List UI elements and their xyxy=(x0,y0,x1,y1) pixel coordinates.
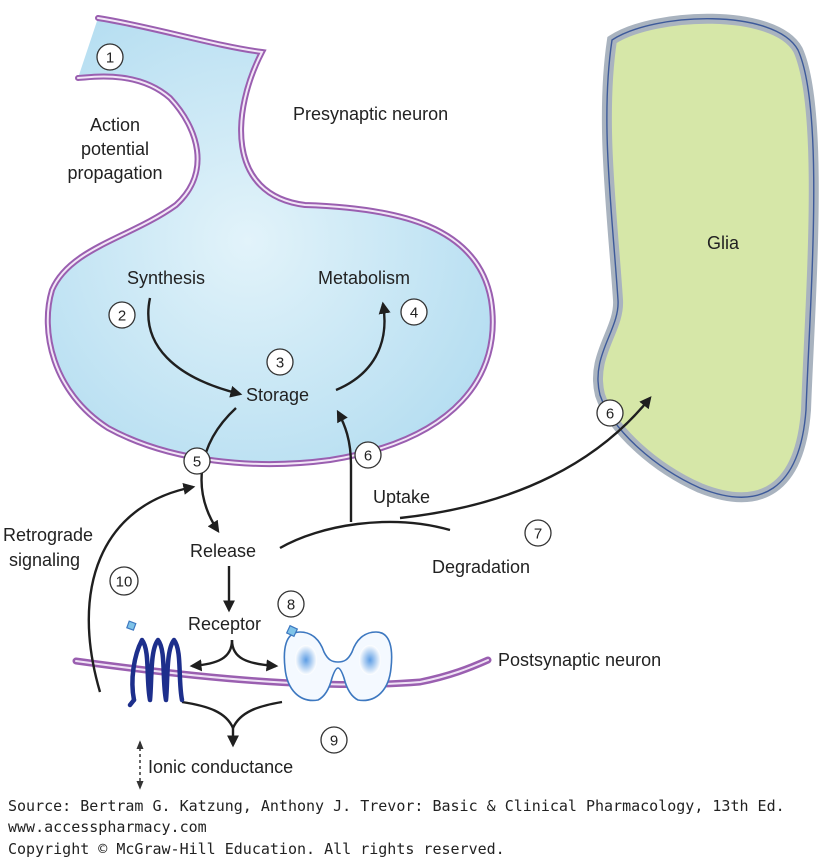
retrograde-signaling-label: Retrograde signaling xyxy=(3,525,93,570)
svg-text:signaling: signaling xyxy=(9,550,80,570)
step-9-marker: 9 xyxy=(320,726,348,754)
ionic-right-arrow xyxy=(231,700,283,729)
receptor-split-left-arrow xyxy=(189,639,234,672)
synthesis-label: Synthesis xyxy=(127,268,205,288)
svg-text:3: 3 xyxy=(276,355,284,372)
step-7-marker: 7 xyxy=(524,519,552,547)
presynaptic-neuron-label: Presynaptic neuron xyxy=(293,104,448,124)
svg-text:Action: Action xyxy=(90,115,140,135)
svg-text:6: 6 xyxy=(606,406,614,423)
channel-ligand xyxy=(285,624,299,638)
glia-cell xyxy=(593,13,819,503)
step-10-marker: 10 xyxy=(109,566,139,596)
svg-text:Retrograde: Retrograde xyxy=(3,525,93,545)
svg-text:9: 9 xyxy=(330,733,338,750)
step-8-marker: 8 xyxy=(277,590,305,618)
storage-label: Storage xyxy=(246,385,309,405)
step-1-marker: 1 xyxy=(96,43,124,71)
svg-text:propagation: propagation xyxy=(67,163,162,183)
step-6-glia-marker: 6 xyxy=(596,399,624,427)
ionic-left-arrow xyxy=(181,700,235,729)
glia-outline xyxy=(597,18,815,498)
retrograde-signaling-arrow xyxy=(87,482,196,693)
receptor-split-right-arrow xyxy=(230,639,279,672)
svg-text:10: 10 xyxy=(116,574,133,591)
glia-label: Glia xyxy=(707,233,740,253)
svg-text:8: 8 xyxy=(287,597,295,614)
postsynaptic-neuron-label: Postsynaptic neuron xyxy=(498,650,661,670)
uptake-label: Uptake xyxy=(373,487,430,507)
svg-text:6: 6 xyxy=(364,448,372,465)
uptake-to-storage-arrow xyxy=(336,409,353,522)
svg-text:4: 4 xyxy=(410,305,418,322)
svg-text:potential: potential xyxy=(81,139,149,159)
synapse-diagram: 1 2 3 4 5 6 6 7 8 9 10 Action potential … xyxy=(3,13,819,790)
gpcr-receptor xyxy=(127,637,185,708)
degradation-label: Degradation xyxy=(432,557,530,577)
synthesis-arrow xyxy=(147,297,243,398)
ionic-conductance-label: Ionic conductance xyxy=(148,757,293,777)
metabolism-arrow xyxy=(335,301,391,392)
svg-text:1: 1 xyxy=(106,50,114,67)
step-6-uptake-marker: 6 xyxy=(354,441,382,469)
svg-text:5: 5 xyxy=(193,454,201,471)
step-4-marker: 4 xyxy=(400,298,428,326)
step-5-marker: 5 xyxy=(183,447,211,475)
uptake-to-glia-arrow xyxy=(399,396,652,520)
receptor-label: Receptor xyxy=(188,614,261,634)
metabolism-label: Metabolism xyxy=(318,268,410,288)
step-2-marker: 2 xyxy=(108,301,136,329)
release-uptake-arrow xyxy=(279,520,451,550)
release-label: Release xyxy=(190,541,256,561)
presynaptic-neuron xyxy=(47,18,493,465)
gpcr-ligand xyxy=(126,620,137,631)
action-potential-label: Action potential propagation xyxy=(67,115,162,183)
source-url[interactable]: www.accesspharmacy.com xyxy=(8,818,207,836)
ion-channel-receptor xyxy=(283,631,393,702)
svg-text:7: 7 xyxy=(534,526,542,543)
presynaptic-membrane-inner xyxy=(46,17,494,465)
svg-text:2: 2 xyxy=(118,308,126,325)
copyright-notice: Copyright © McGraw-Hill Education. All r… xyxy=(8,840,505,858)
source-citation: Source: Bertram G. Katzung, Anthony J. T… xyxy=(8,797,785,815)
step-3-marker: 3 xyxy=(266,348,294,376)
